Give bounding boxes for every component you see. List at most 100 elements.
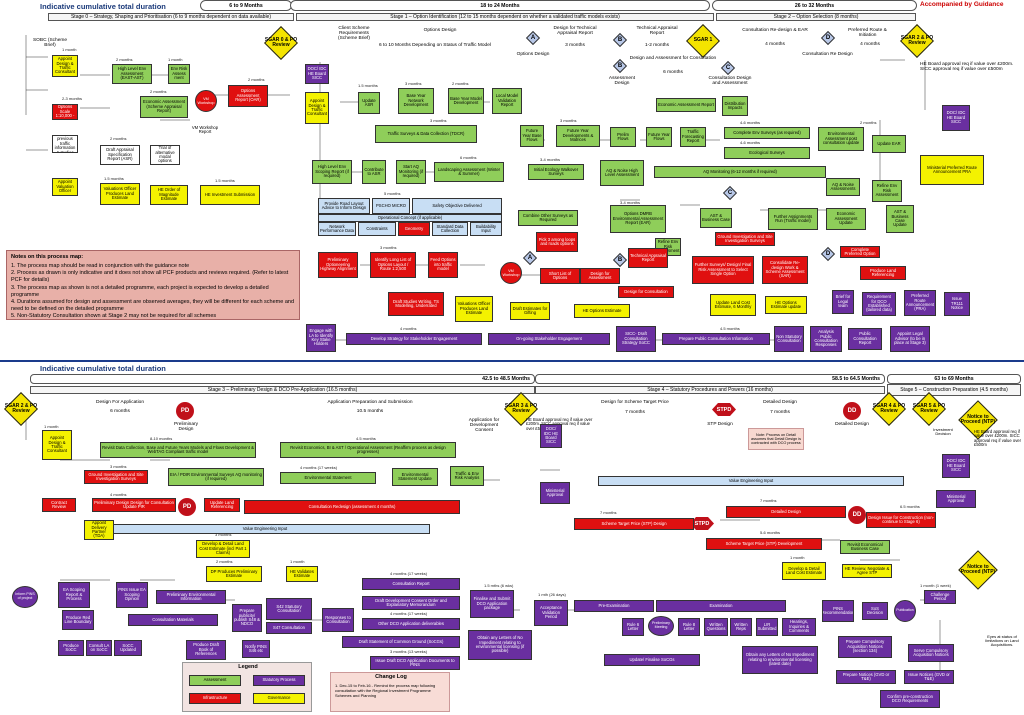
note-4: 4. Durations assumed for design and asse… (11, 298, 295, 312)
box-written-reps: Written Reps (730, 618, 752, 636)
marker-a2: A (522, 250, 538, 266)
box-env-statement: Environmental Statement (280, 472, 376, 484)
label-tech-appraisal: Technical Appraisal Report (636, 26, 678, 37)
changelog-title: Change Log (375, 674, 407, 680)
box-future-year-dev: Future Year Developments & Matrices (556, 125, 600, 147)
label-assessment-design: Assessment Design (608, 76, 636, 87)
stage-4-bar: Stage 4 – Statutory Procedures and Power… (535, 386, 885, 394)
bottom-duration-2: 58.5 to 64.5 Months (832, 376, 880, 382)
box-pick-3: Pick 3 among loops and roads options (536, 232, 578, 252)
box-contract-review: Contract Review (42, 498, 76, 512)
box-non-statutory: Non Statutory Consultation (774, 326, 804, 352)
box-appoint-legal: Appoint Legal Advisor (to be in place at… (890, 326, 930, 352)
dur-b9: 1 month (290, 559, 305, 564)
box-road-layout: Provide Road Layout Advice to Inform Des… (318, 198, 370, 214)
note-1: 1. The process map should be read in con… (11, 263, 190, 270)
dur-b8: 2 months (216, 559, 233, 564)
label-design-tar-dur: 3 months (565, 43, 585, 48)
box-revisit-econ-2: Revisit Economical Business Case (840, 540, 890, 554)
label-cons-re-design: Consultation Re Design (802, 52, 853, 57)
box-trial-alt: Trial of alternative modal options (150, 145, 180, 165)
box-inform-pins: Inform PINS of project (12, 586, 38, 608)
label-app-dev-consent: Application for Development Consent (468, 418, 500, 434)
legend-panel: Legend Assessment Statutory Process Infr… (182, 662, 312, 712)
box-econ-update: Economic Assessment Update (826, 208, 866, 230)
box-appoint-delivery: Appoint Delivery Partner (TDA) (84, 520, 114, 540)
notes-panel: Notes on this process map: 1. The proces… (6, 250, 300, 320)
box-distrib-impacts: Distribution Impacts (722, 96, 748, 116)
label-detailed-design: Detailed Design (763, 400, 797, 405)
box-revisit-data: Revisit Data Collection, Base and Future… (100, 442, 256, 458)
dur-t17: 6 months (460, 155, 477, 160)
box-update-socgs: Update/ Finalise SoCGs (604, 654, 700, 666)
marker-stpd-2: STPD (690, 517, 714, 530)
box-s47-consult: S47 Consultation (266, 622, 312, 634)
legend-infrastructure: Infrastructure (189, 693, 241, 704)
box-base-year-net: Base Year Network Development (398, 88, 434, 114)
dur-b7: 3 months (215, 532, 232, 537)
dur-t24: 4.5 months (720, 326, 740, 331)
box-he-validate: HE Validates Estimate (286, 566, 318, 582)
box-future-flows: Future Year Flows (646, 127, 672, 147)
label-sobc: SOBC (Scheme Brief) (32, 38, 68, 49)
section-divider (0, 360, 1024, 362)
top-duration-3: 26 to 32 Months (712, 0, 917, 11)
label-investment-decision: Investment Decision (933, 427, 953, 437)
box-econ-report: Economic Assessment Report (656, 98, 716, 112)
dur-t9: 1.5 months (215, 178, 235, 183)
dur-b11: 4 months (17 weeks) (390, 611, 428, 616)
box-prelim-design-box: Preliminary Design Design for Consultati… (92, 498, 176, 512)
box-draft-appraisal: Draft Appraisal Specification Report (AS… (100, 145, 140, 165)
box-sicc-consult: SICC- Draft Consultation Strategy SoCC (616, 326, 656, 352)
gate-ntp-2: Notice to Proceed (NTP) (958, 550, 998, 590)
box-consult-redesign: Consultation Redesign (assessment 4 mont… (244, 500, 460, 514)
box-further-surveys: Further Surveys/ Design/ Final Risk Asse… (692, 256, 754, 284)
box-prelim-optioneering: Preliminary Optioneering Highway Alignme… (318, 252, 358, 278)
box-aq-monitoring: AQ Monitoring (6-12 months if required) (654, 166, 826, 178)
dur-t23: 4 months (400, 326, 417, 331)
label-he-board-note-2: HE Board approval req if value over £200… (526, 417, 593, 431)
box-traffic-surveys: Traffic Surveys & Data Collection (TDCR) (375, 125, 477, 143)
box-refine-env: Refine Env Risk Assessment (872, 180, 902, 202)
box-examination: Examination (656, 600, 786, 612)
accompanied-by-guidance: Accompanied by Guidance (920, 1, 1004, 8)
box-base-year-model: Base Year Model Development (448, 88, 484, 114)
box-eia-pdir: EIA / PDIR Environmental Surveys AQ moni… (168, 468, 264, 486)
label-pref-route: Preferred Route & Initiation (848, 28, 887, 39)
label-prelim-design: Preliminary Design (174, 422, 198, 433)
dur-b14: 1 mth (26 days) (538, 592, 566, 597)
box-consolidate: Consolidate Re-design Work & Scheme Asse… (762, 256, 808, 284)
box-pins-rec: PINS Recommendation (822, 600, 854, 622)
box-he-options-estimate: HE Options Estimate (574, 304, 630, 318)
box-challenge-period: Challenge Period (924, 590, 956, 604)
gate-sgar2-bottom: SGAR 2 & PO Review (4, 392, 38, 426)
box-high-env-2: High Level Env Scoping Report (if requir… (312, 160, 352, 184)
box-aq-noise-assess: AQ & Noise Assessments (826, 178, 860, 196)
box-produce-book: Produce Draft Book of References (186, 640, 226, 660)
box-update-land: Update Land Cost Estimate, 6 Monthly (710, 294, 756, 316)
label-design-app-dur: 6 months (110, 409, 130, 414)
box-hearings: Hearings, Inquiries & Comments (782, 618, 816, 636)
box-lir: LIR Submitted (756, 618, 778, 636)
label-app-prep-dur: 10.5 months (356, 409, 384, 414)
label-options-design: Options Design (423, 28, 457, 33)
box-constraints: Constraints (358, 222, 396, 236)
label-consult-design: Consultation Design and Assessment (708, 76, 752, 87)
bottom-duration-title: Indicative cumulative total duration (40, 364, 166, 373)
box-socc-updated: SoCC Updated (114, 640, 142, 656)
box-vm-report: VM Workshop Report (190, 123, 220, 137)
box-prepare-notices: Prepare Notices (GVD or T&E) (836, 670, 896, 684)
box-ground-invest-2: Ground Investigation and Site Investigat… (84, 470, 148, 484)
label-app-prep: Application Preparation and Submission (327, 400, 413, 405)
box-env-assess-post: Environmental Assessment post consultati… (818, 127, 864, 151)
box-future-base: Future Year Base Flows (520, 125, 544, 147)
box-brief-legal: Brief for Legal team (832, 290, 854, 314)
box-complete-pref: Complete Preferred Option (840, 246, 880, 258)
box-further-assign: Further Assignments Run (Traffic model) (768, 208, 818, 230)
gate-sgar5: SGAR 5 & PO Review (912, 392, 946, 426)
dur-b20: 1 month (1 week) (920, 583, 951, 588)
box-issue-draft: Issue Draft DCO Application Documents to… (370, 656, 460, 670)
box-initial-ecology: Initial Ecology Walkover Surveys (528, 164, 584, 180)
gate-sgar4: SGAR 4 & PO Review (872, 392, 906, 426)
box-scheme-stp: Scheme Target Price (STP) Design (574, 518, 694, 530)
